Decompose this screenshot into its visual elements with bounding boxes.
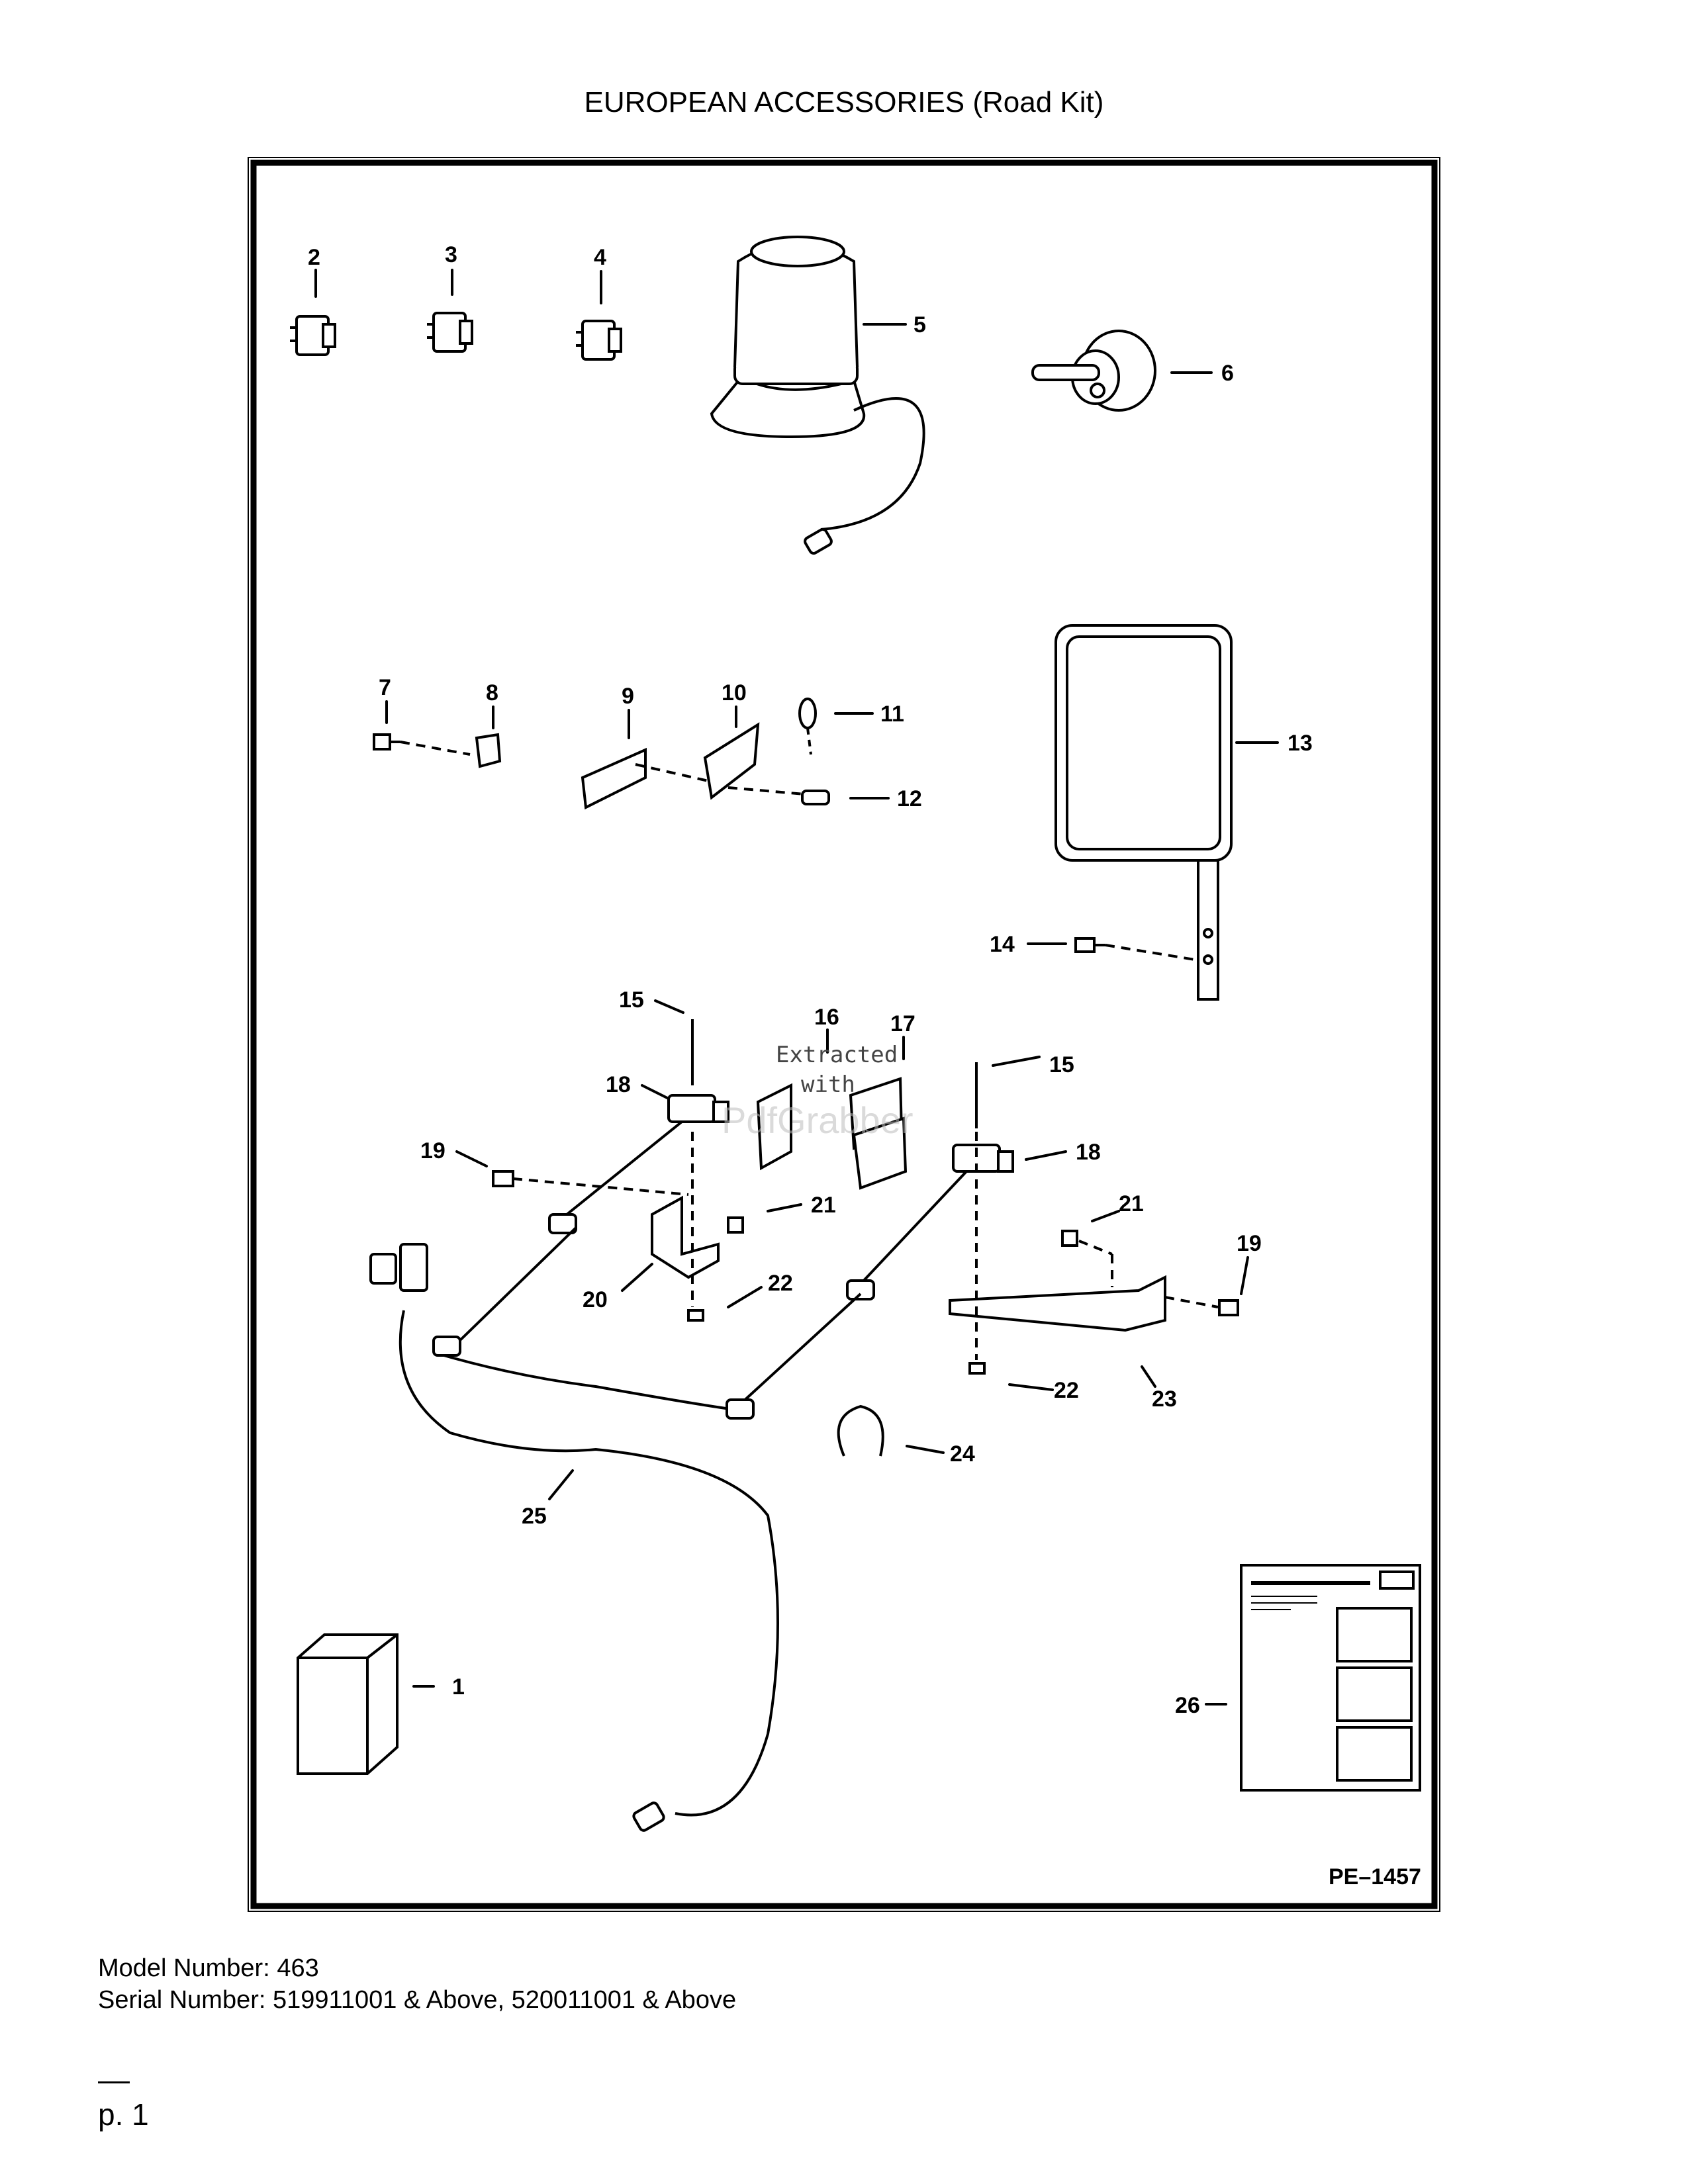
callout-26: 26 bbox=[1175, 1693, 1200, 1718]
instruction-sheet bbox=[1240, 1564, 1421, 1792]
callout-15-right: 15 bbox=[1049, 1052, 1074, 1077]
callout-9: 9 bbox=[622, 684, 634, 709]
callout-21-right: 21 bbox=[1119, 1191, 1144, 1216]
callout-2: 2 bbox=[308, 245, 320, 270]
callout-15-left: 15 bbox=[619, 987, 644, 1013]
relay-module bbox=[297, 1633, 399, 1775]
page-number: p. 1 bbox=[98, 2097, 149, 2132]
drawing-code: PE–1457 bbox=[1329, 1864, 1421, 1889]
diagram-inner-frame bbox=[250, 159, 1438, 1909]
parts-diagram: 2 3 4 5 6 7 8 9 10 11 12 13 14 15 15 16 … bbox=[248, 157, 1440, 1912]
callout-25: 25 bbox=[522, 1504, 547, 1529]
callout-5: 5 bbox=[914, 312, 926, 338]
beacon-light bbox=[710, 236, 925, 555]
callout-22-left: 22 bbox=[768, 1271, 793, 1296]
wiring-harness bbox=[369, 1226, 862, 1832]
callout-11: 11 bbox=[880, 702, 904, 727]
rocker-switches bbox=[290, 312, 622, 361]
model-number: Model Number: 463 bbox=[98, 1954, 319, 1982]
callout-18-right: 18 bbox=[1076, 1140, 1101, 1165]
callout-16: 16 bbox=[814, 1005, 839, 1030]
lamp-mounts-and-brackets bbox=[492, 1019, 1239, 1457]
callout-24: 24 bbox=[950, 1441, 975, 1467]
model-info: Model Number: 463 Serial Number: 5199110… bbox=[98, 1952, 736, 2016]
callout-1: 1 bbox=[452, 1674, 465, 1700]
watermark-line-3: PdfGrabber bbox=[722, 1099, 914, 1141]
serial-number: Serial Number: 519911001 & Above, 520011… bbox=[98, 1986, 737, 2014]
diagram-outer-frame bbox=[248, 157, 1440, 1912]
callout-22-right: 22 bbox=[1054, 1378, 1079, 1403]
callout-23: 23 bbox=[1152, 1387, 1177, 1412]
bolt-clip bbox=[373, 733, 502, 768]
slow-moving-sign-bracket bbox=[581, 698, 830, 810]
callout-10: 10 bbox=[722, 680, 747, 705]
callout-21-left: 21 bbox=[811, 1193, 836, 1218]
callout-13: 13 bbox=[1288, 731, 1313, 756]
callout-19-left: 19 bbox=[420, 1138, 445, 1163]
callout-4: 4 bbox=[594, 245, 606, 270]
callout-12: 12 bbox=[897, 786, 922, 811]
callout-6: 6 bbox=[1221, 361, 1234, 386]
callout-20: 20 bbox=[583, 1287, 608, 1312]
horn bbox=[1031, 330, 1156, 412]
warning-sign-panel bbox=[1055, 624, 1233, 1001]
watermark-line-2: with bbox=[801, 1071, 855, 1098]
page-title: EUROPEAN ACCESSORIES (Road Kit) bbox=[584, 86, 1104, 118]
watermark-line-1: Extracted bbox=[776, 1042, 898, 1068]
callout-18-left: 18 bbox=[606, 1072, 631, 1097]
callout-8: 8 bbox=[486, 680, 498, 705]
callout-3: 3 bbox=[445, 242, 457, 267]
callout-19-right: 19 bbox=[1237, 1231, 1262, 1256]
callout-17: 17 bbox=[890, 1011, 915, 1036]
callout-14: 14 bbox=[990, 932, 1015, 957]
page-rule bbox=[98, 2081, 130, 2083]
callout-7: 7 bbox=[379, 675, 391, 700]
